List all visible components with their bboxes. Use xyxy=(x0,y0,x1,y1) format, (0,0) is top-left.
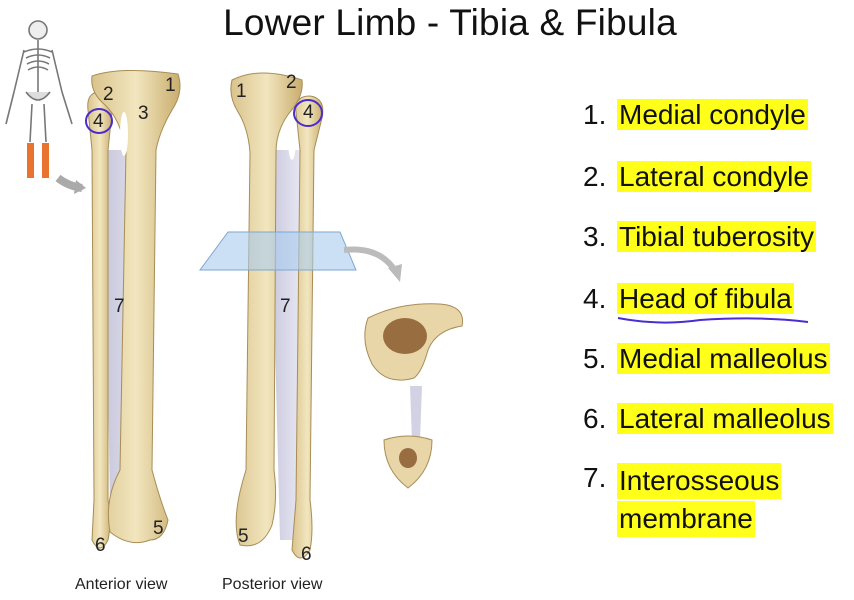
posterior-label-5: 5 xyxy=(238,526,249,547)
legend-item: 5. Medial malleolus xyxy=(583,342,853,376)
legend-term: Head of fibula xyxy=(617,283,794,314)
section-plane xyxy=(199,231,357,271)
posterior-label-1: 1 xyxy=(236,81,247,102)
legend-term-line2: membrane xyxy=(617,501,755,537)
legend-term: Tibial tuberosity xyxy=(617,221,817,252)
posterior-label-4: 4 xyxy=(303,102,314,123)
posterior-label-7: 7 xyxy=(280,296,291,317)
legend-item: 2. Lateral condyle xyxy=(583,160,853,194)
skeleton-thumbnail-icon xyxy=(5,20,73,143)
page-title: Lower Limb - Tibia & Fibula xyxy=(223,2,677,43)
anterior-label-5: 5 xyxy=(153,518,164,539)
posterior-view-caption: Posterior view xyxy=(222,576,323,593)
cross-section-detail xyxy=(364,303,464,489)
anterior-label-1: 1 xyxy=(165,75,176,96)
legend-number: 4. xyxy=(583,283,607,314)
anterior-label-2: 2 xyxy=(103,84,114,105)
legend-term: Medial condyle xyxy=(617,99,808,130)
legend-number: 7. xyxy=(583,462,607,493)
anterior-label-3: 3 xyxy=(138,103,149,124)
legend-item: 6. Lateral malleolus xyxy=(583,402,853,436)
legend-term: Lateral malleolus xyxy=(617,403,833,434)
posterior-label-2: 2 xyxy=(286,72,297,93)
highlighted-leg-right xyxy=(42,143,49,178)
head-of-fibula-circle-posterior xyxy=(293,99,323,127)
legend-term: Interosseous xyxy=(617,463,782,499)
highlighted-leg-left xyxy=(27,143,34,178)
legend-item: 1. Medial condyle xyxy=(583,98,853,132)
posterior-label-6: 6 xyxy=(301,544,312,565)
legend-number: 5. xyxy=(583,343,607,374)
anterior-view-bones xyxy=(87,69,181,549)
anterior-label-6: 6 xyxy=(95,535,106,556)
legend-number: 2. xyxy=(583,161,607,192)
legend-number: 1. xyxy=(583,99,607,130)
anterior-label-7: 7 xyxy=(114,296,125,317)
anterior-view-caption: Anterior view xyxy=(75,576,168,593)
legend-number: 6. xyxy=(583,403,607,434)
legend-number: 3. xyxy=(583,221,607,252)
legend-term: Medial malleolus xyxy=(617,343,830,374)
legend-term: Lateral condyle xyxy=(617,161,811,192)
legend-item: 4. Head of fibula xyxy=(583,282,853,316)
legend-item: 3. Tibial tuberosity xyxy=(583,220,853,254)
head-of-fibula-circle-anterior xyxy=(85,108,113,134)
anterior-label-4: 4 xyxy=(93,111,104,132)
posterior-view-bones xyxy=(230,72,324,559)
